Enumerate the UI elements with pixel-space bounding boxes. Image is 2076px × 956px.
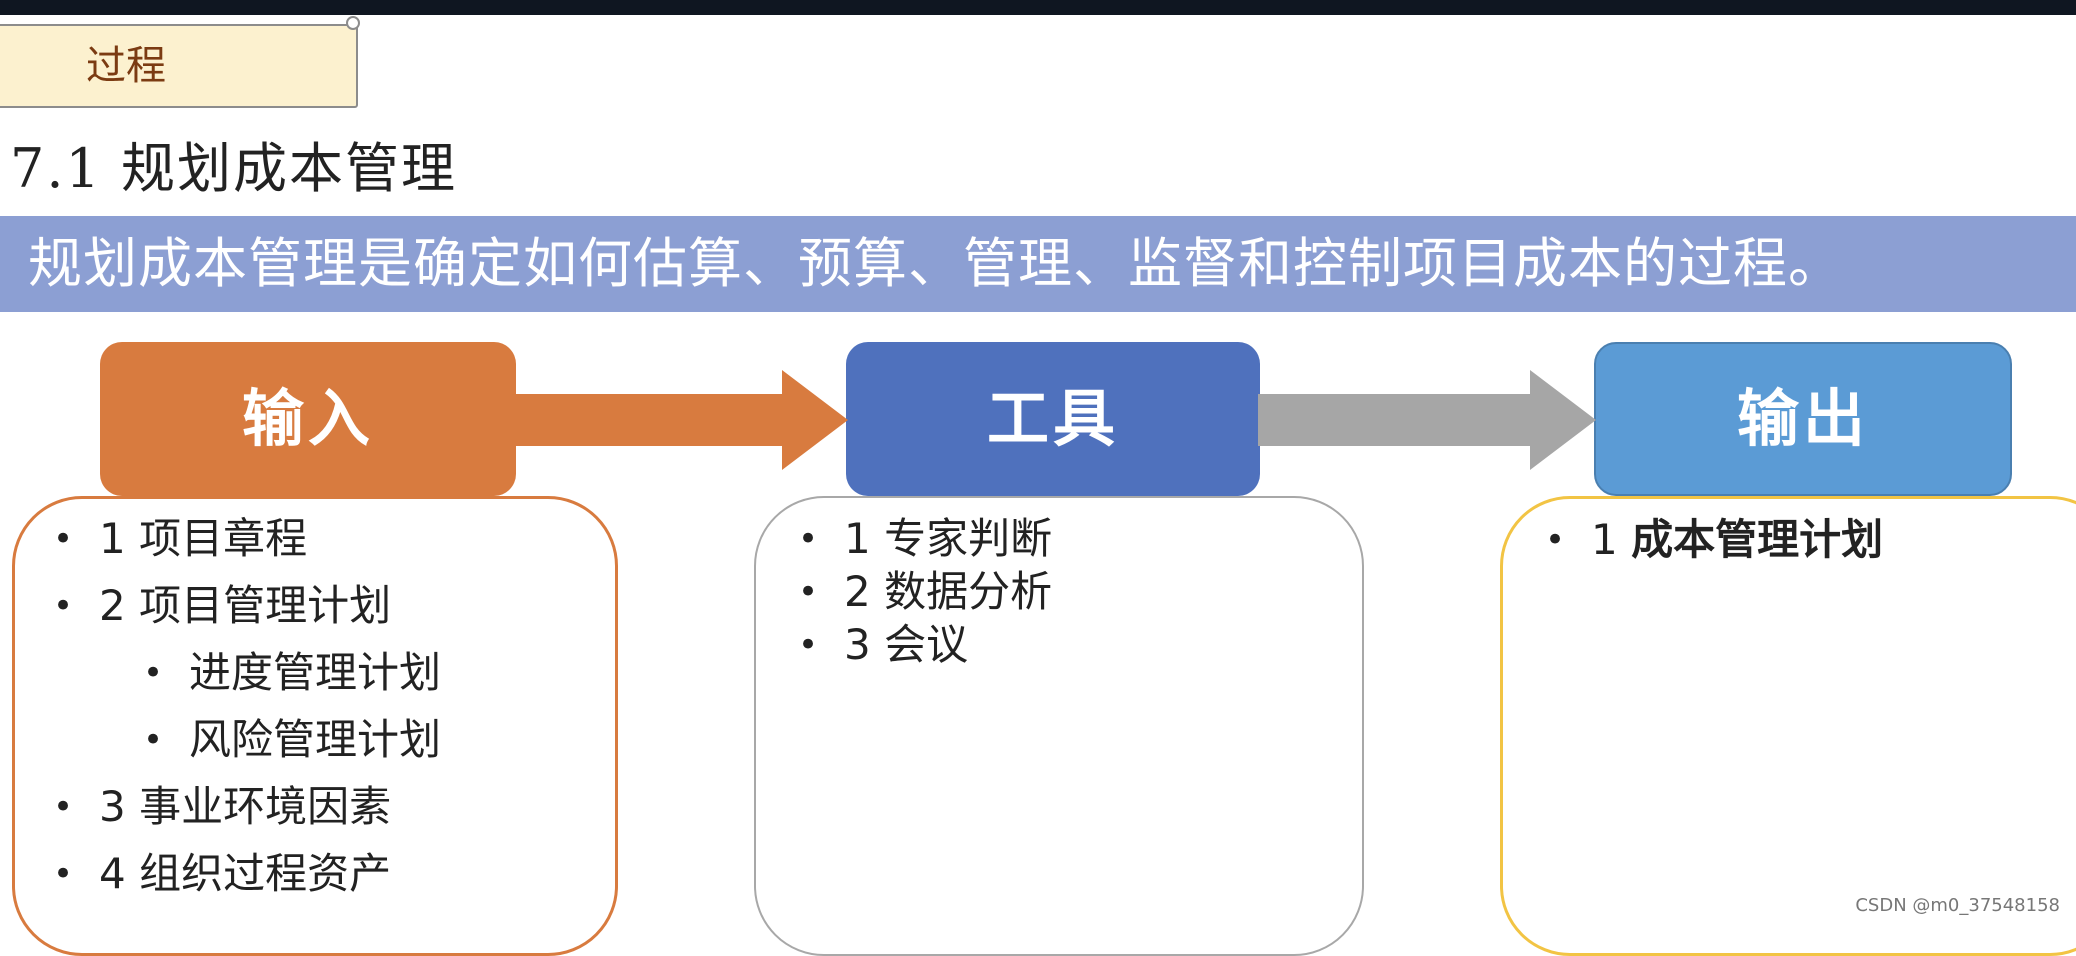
process-tag: 过程 [0, 24, 358, 108]
list-item-sub: •进度管理计划 [143, 648, 442, 697]
process-tag-label: 过程 [86, 43, 166, 89]
tools-card: •1 专家判断 •2 数据分析 •3 会议 [754, 496, 1364, 956]
bullet-icon: • [798, 625, 819, 665]
bullet-icon: • [53, 854, 74, 894]
list-item: •2 项目管理计划 [53, 581, 392, 630]
watermark: CSDN @m0_37548158 [1855, 895, 2060, 916]
tools-to-output-arrow-icon [1258, 370, 1596, 470]
inputs-list: •1 项目章程 •2 项目管理计划 •进度管理计划 •风险管理计划 •3 事业环… [53, 513, 442, 915]
list-item: •4 组织过程资产 [53, 849, 392, 898]
input-stage-box: 输入 [100, 342, 516, 496]
list-item-sub: •风险管理计划 [143, 715, 442, 764]
bullet-icon: • [143, 720, 164, 760]
resize-handle-icon [346, 16, 360, 30]
bullet-icon: • [143, 653, 164, 693]
list-item: •3 会议 [798, 620, 969, 669]
input-to-tools-arrow-icon [514, 370, 848, 470]
list-item: •2 数据分析 [798, 567, 1053, 616]
definition-banner: 规划成本管理是确定如何估算、预算、管理、监督和控制项目成本的过程。 [0, 216, 2076, 312]
list-item: •1 项目章程 [53, 514, 308, 563]
bullet-icon: • [1545, 520, 1566, 560]
output-item-label: 成本管理计划 [1631, 515, 1884, 564]
list-item: • 1 成本管理计划 [1545, 515, 1884, 564]
bullet-icon: • [798, 519, 819, 559]
tools-list: •1 专家判断 •2 数据分析 •3 会议 [798, 514, 1053, 675]
bullet-icon: • [53, 519, 74, 559]
inputs-card: •1 项目章程 •2 项目管理计划 •进度管理计划 •风险管理计划 •3 事业环… [12, 496, 618, 956]
outputs-card: • 1 成本管理计划 [1500, 496, 2076, 956]
list-item: •3 事业环境因素 [53, 782, 392, 831]
bullet-icon: • [53, 787, 74, 827]
bullet-icon: • [53, 586, 74, 626]
output-stage-box: 输出 [1594, 342, 2012, 496]
section-title: 7.1 规划成本管理 [10, 137, 458, 200]
output-stage-label: 输出 [1736, 382, 1869, 455]
list-item: •1 专家判断 [798, 514, 1053, 563]
output-item-number: 1 [1591, 515, 1618, 564]
tools-stage-label: 工具 [986, 382, 1119, 455]
input-stage-label: 输入 [241, 382, 374, 455]
window-top-bar [0, 0, 2076, 15]
tools-stage-box: 工具 [846, 342, 1260, 496]
definition-text: 规划成本管理是确定如何估算、预算、管理、监督和控制项目成本的过程。 [28, 232, 1843, 295]
outputs-list: • 1 成本管理计划 [1545, 515, 1884, 564]
bullet-icon: • [798, 572, 819, 612]
